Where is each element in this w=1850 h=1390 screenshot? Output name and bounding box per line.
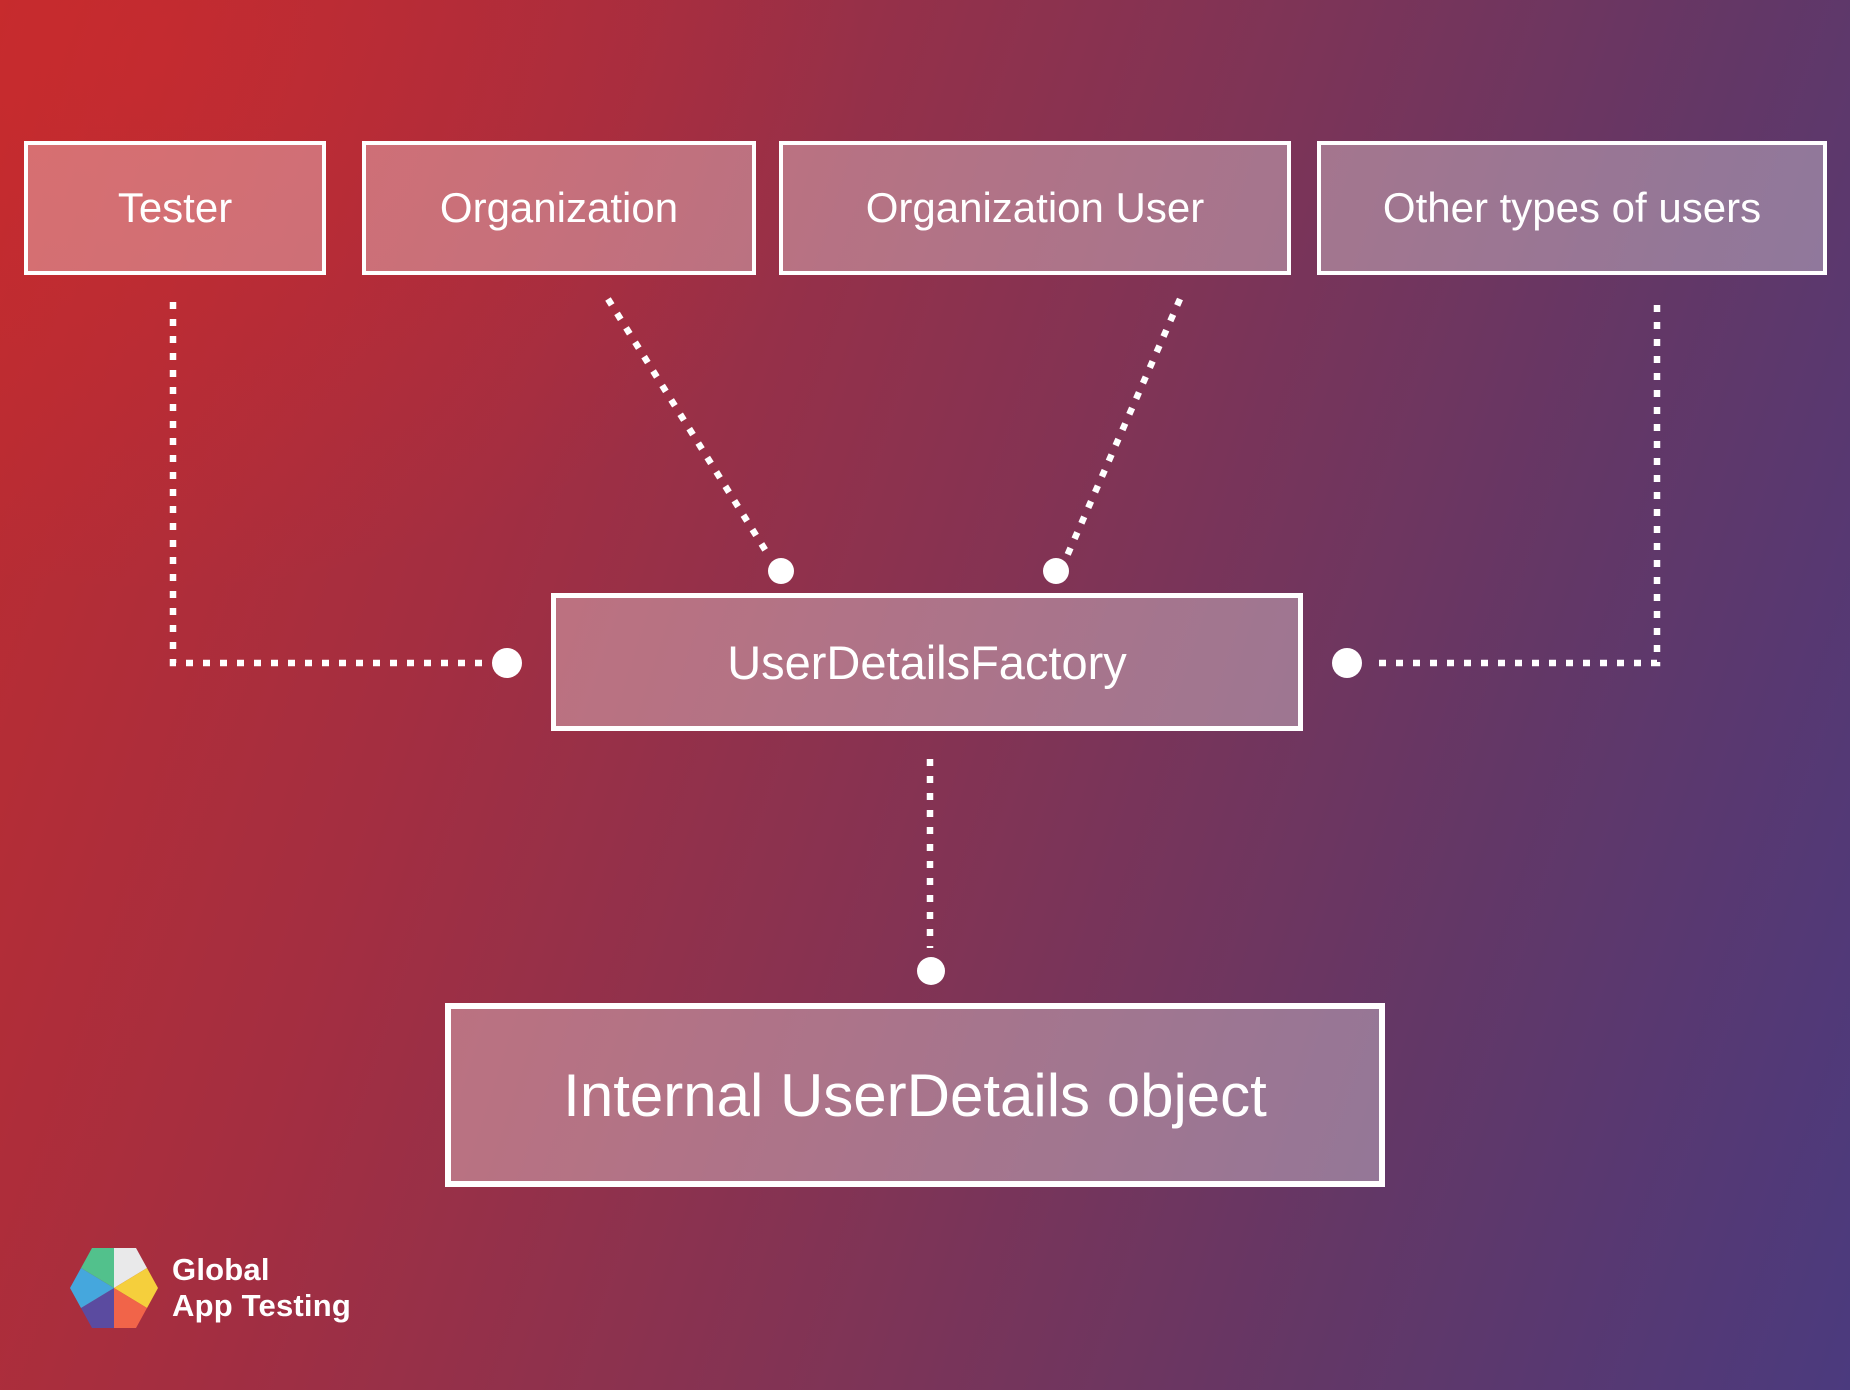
node-organization-user-label: Organization User <box>865 184 1205 231</box>
logo-face-top-left <box>81 1248 114 1288</box>
global-app-testing-logo: Global App Testing <box>70 1248 351 1328</box>
logo-face-bottom-left <box>81 1288 114 1328</box>
junction-dot-other-users <box>1332 648 1362 678</box>
connector-tester-to-factory <box>169 302 484 667</box>
node-internal-userdetails-object-label: Internal UserDetails object <box>563 1061 1267 1129</box>
hexagon-cube-icon <box>70 1248 158 1328</box>
node-tester-label: Tester <box>117 184 233 231</box>
logo-wordmark-line2: App Testing <box>172 1288 351 1323</box>
junction-dot-organization-user <box>1043 558 1069 584</box>
logo-face-top-right <box>114 1248 147 1288</box>
junction-dot-tester <box>492 648 522 678</box>
node-tester: Tester <box>24 141 326 275</box>
logo-face-left <box>70 1268 114 1308</box>
junction-dot-organization <box>768 558 794 584</box>
node-organization: Organization <box>362 141 756 275</box>
node-other-users: Other types of users <box>1317 141 1827 275</box>
node-user-details-factory-label: UserDetailsFactory <box>727 635 1127 689</box>
logo-wordmark-line1: Global <box>172 1252 270 1287</box>
logo-face-right <box>114 1268 158 1308</box>
node-user-details-factory: UserDetailsFactory <box>551 593 1303 731</box>
connector-organization-to-factory <box>605 297 772 558</box>
node-organization-user: Organization User <box>779 141 1291 275</box>
connector-organization-user-to-factory <box>1064 297 1183 558</box>
node-organization-label: Organization <box>439 184 679 231</box>
logo-face-bottom-right <box>114 1288 147 1328</box>
logo-wordmark: Global App Testing <box>172 1252 351 1324</box>
node-internal-userdetails-object: Internal UserDetails object <box>445 1003 1385 1187</box>
junction-dot-internal <box>917 957 945 985</box>
connector-other-users-to-factory <box>1370 305 1661 667</box>
node-other-users-label: Other types of users <box>1382 184 1762 231</box>
